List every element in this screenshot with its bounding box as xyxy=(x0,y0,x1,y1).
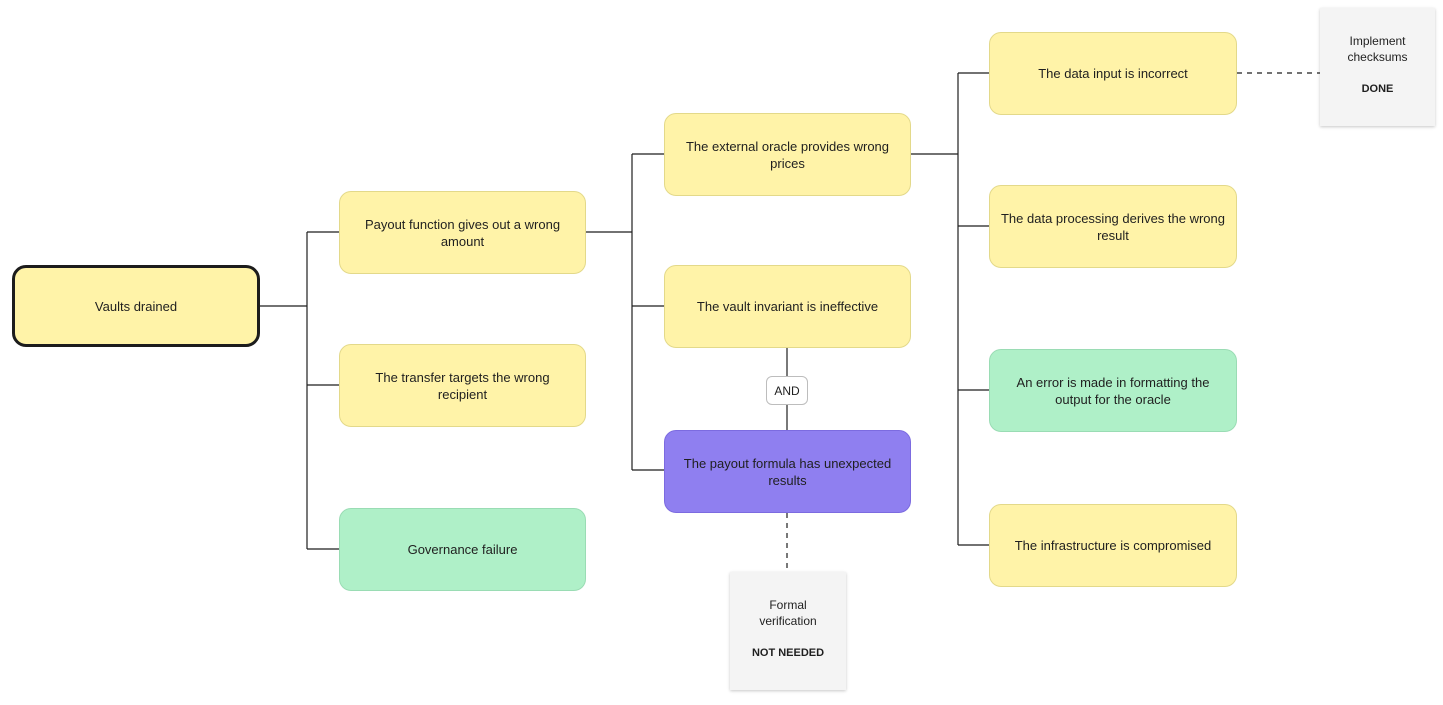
node-label: The payout formula has unexpected result… xyxy=(683,455,892,488)
node-label: The data processing derives the wrong re… xyxy=(1000,210,1225,243)
node-label: The transfer targets the wrong recipient xyxy=(375,369,550,402)
note-title: Formal verification xyxy=(759,598,817,628)
node-vault-invariant[interactable]: The vault invariant is ineffective xyxy=(664,265,911,348)
node-label: The vault invariant is ineffective xyxy=(696,299,879,314)
node-label: The data input is incorrect xyxy=(1038,66,1188,81)
note-status: DONE xyxy=(1361,83,1394,95)
and-gate[interactable]: AND xyxy=(766,376,808,405)
node-vaults-drained[interactable]: Vaults drained xyxy=(12,265,260,347)
node-label: Governance failure xyxy=(407,542,518,557)
note-implement-checksums[interactable]: Implement checksums DONE xyxy=(1320,8,1435,126)
node-label: Payout function gives out a wrong amount xyxy=(364,216,561,249)
node-governance-failure[interactable]: Governance failure xyxy=(339,508,586,591)
node-formatting-error[interactable]: An error is made in formatting the outpu… xyxy=(989,349,1237,432)
node-oracle-wrong-prices[interactable]: The external oracle provides wrong price… xyxy=(664,113,911,196)
node-payout-formula[interactable]: The payout formula has unexpected result… xyxy=(664,430,911,513)
note-title: Implement checksums xyxy=(1347,34,1408,64)
node-wrong-recipient[interactable]: The transfer targets the wrong recipient xyxy=(339,344,586,427)
node-label: An error is made in formatting the outpu… xyxy=(1016,374,1210,407)
node-label: Vaults drained xyxy=(94,298,178,314)
node-data-processing[interactable]: The data processing derives the wrong re… xyxy=(989,185,1237,268)
node-label: The infrastructure is compromised xyxy=(1014,538,1212,553)
node-payout-wrong-amount[interactable]: Payout function gives out a wrong amount xyxy=(339,191,586,274)
note-formal-verification[interactable]: Formal verification NOT NEEDED xyxy=(730,572,846,690)
node-infrastructure-compromised[interactable]: The infrastructure is compromised xyxy=(989,504,1237,587)
note-status: NOT NEEDED xyxy=(751,647,825,659)
node-label: The external oracle provides wrong price… xyxy=(685,138,890,171)
and-gate-label: AND xyxy=(774,383,800,398)
node-data-input-incorrect[interactable]: The data input is incorrect xyxy=(989,32,1237,115)
